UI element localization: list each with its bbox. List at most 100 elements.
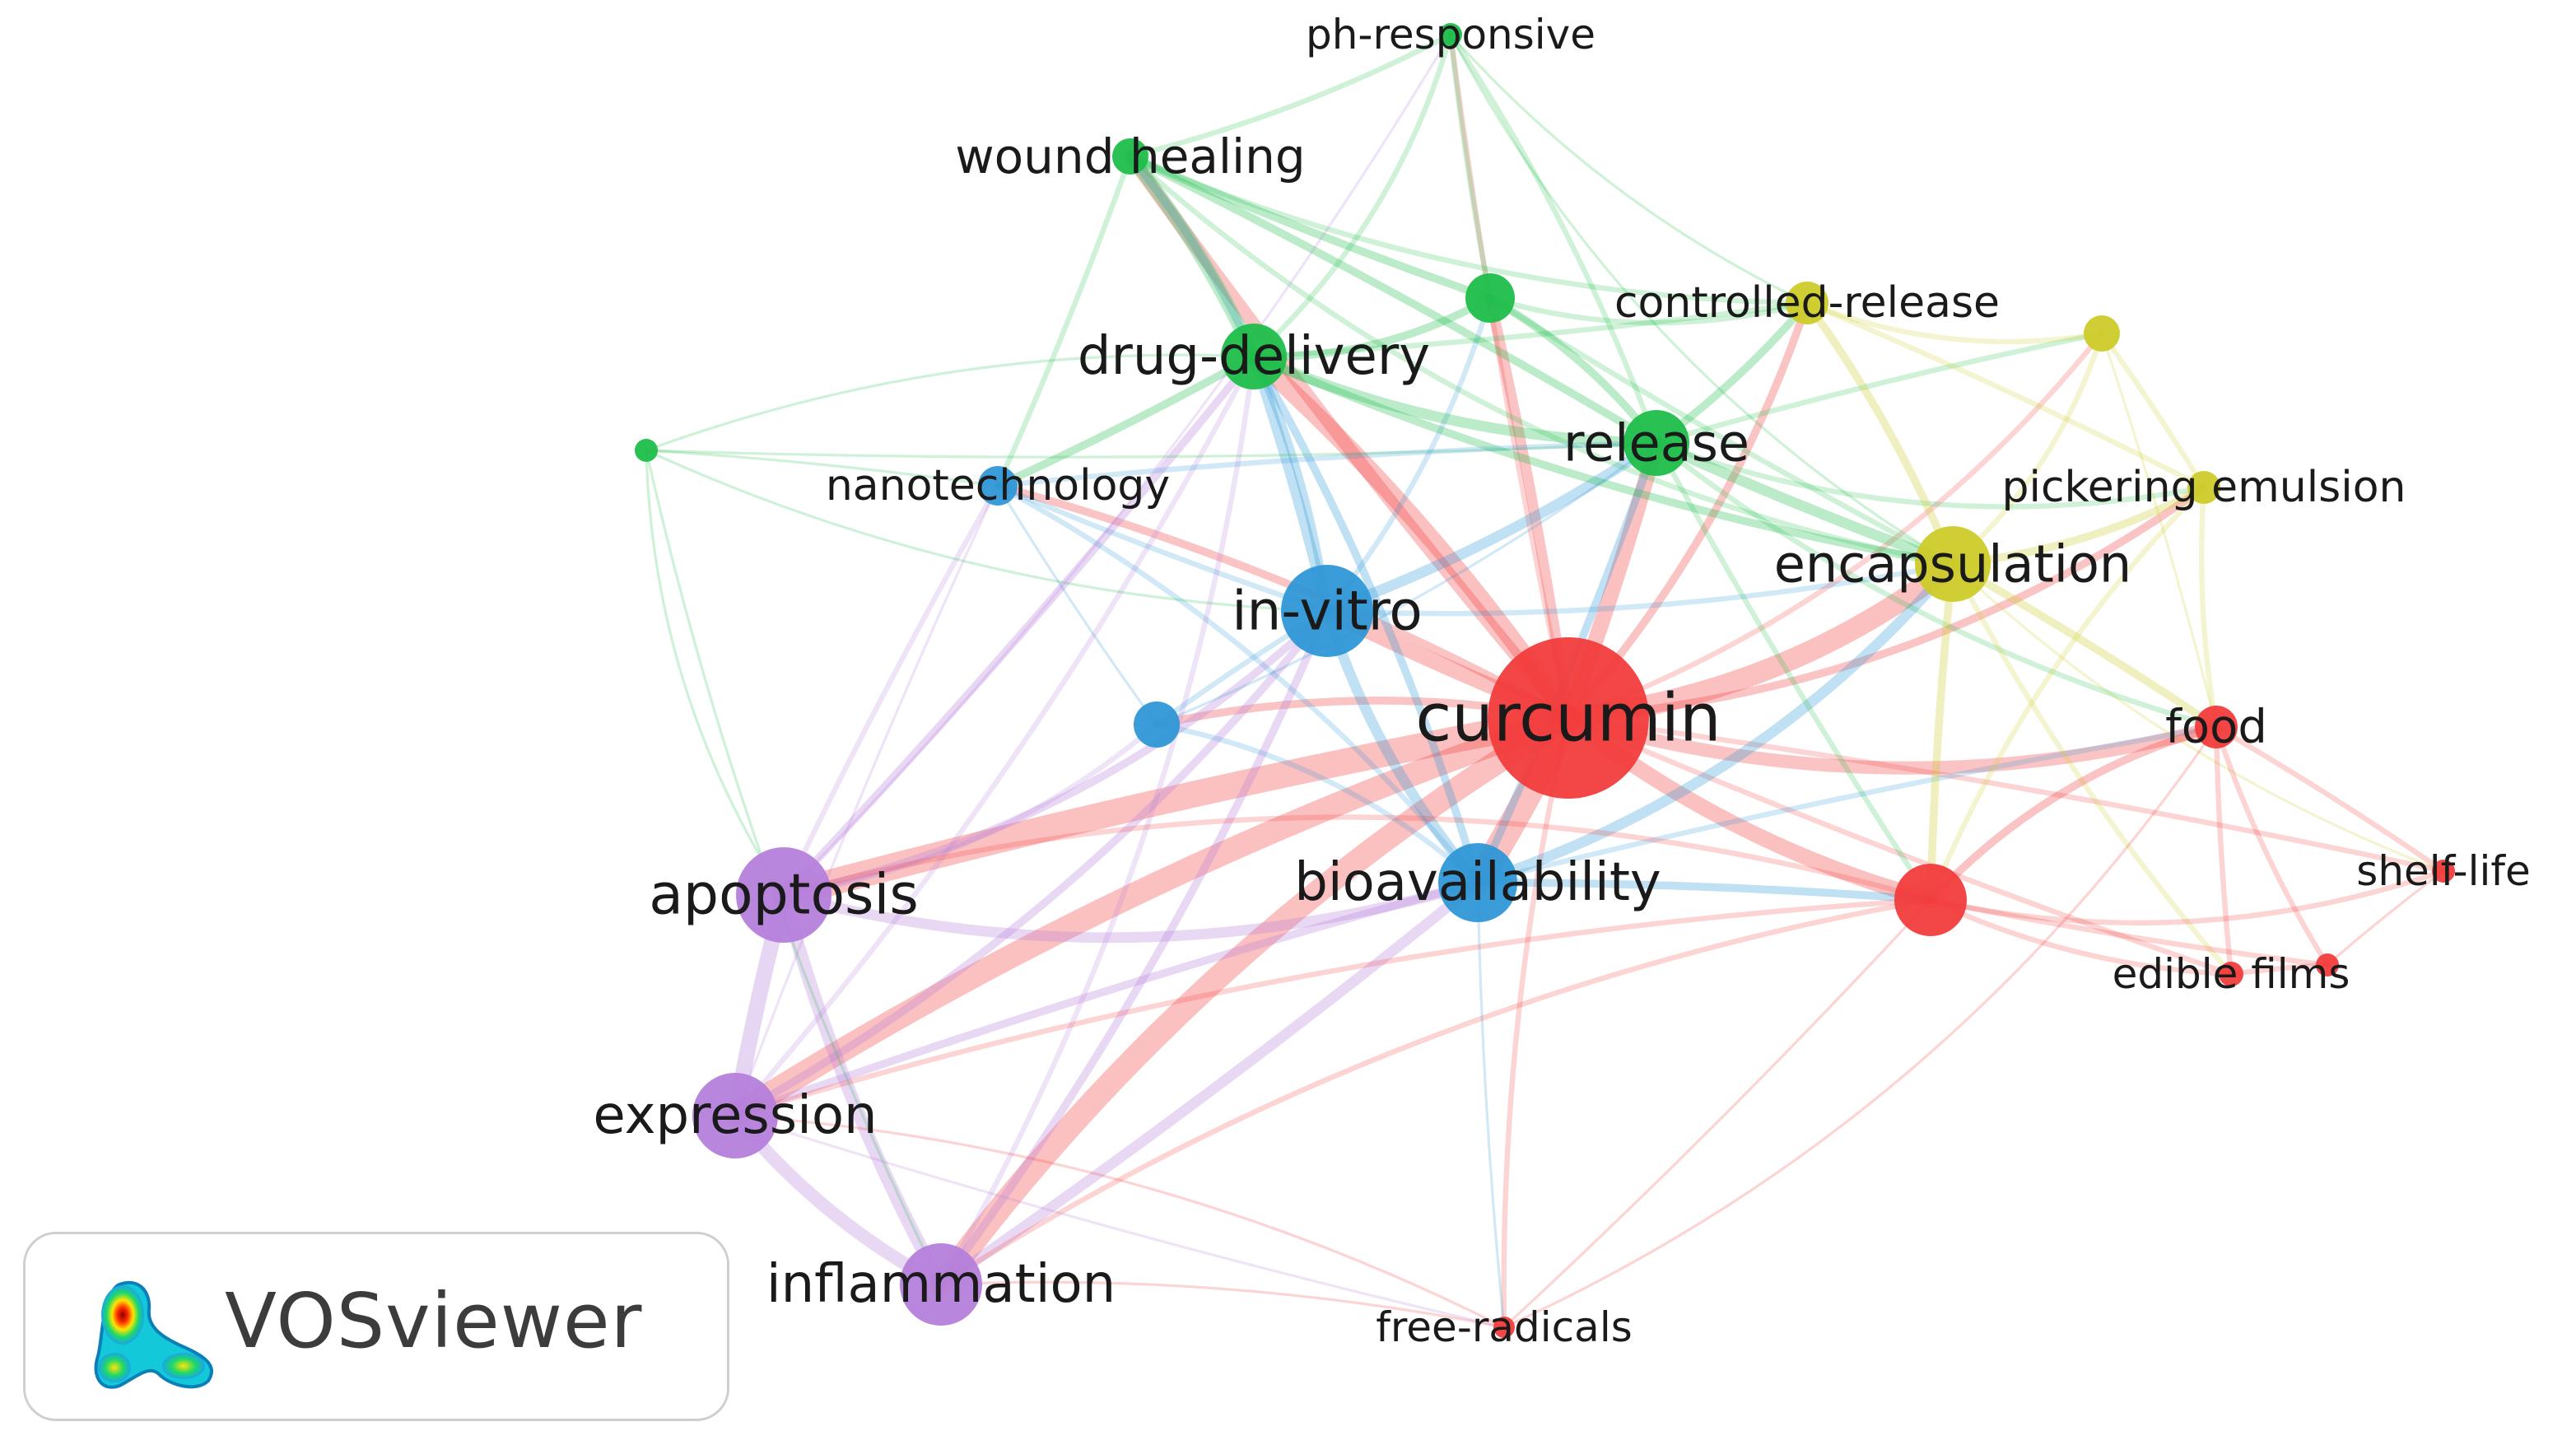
link-green-unlabeled-left-apoptosis (645, 449, 785, 897)
link-curcumin-shelf-life (1565, 715, 2447, 874)
link-bioavailability-red-unlabeled (1474, 879, 1935, 904)
link-free-radicals-expression (734, 1114, 1506, 1329)
link-green-unlabeled-top-controlled-release (1487, 295, 1810, 326)
node-ph-responsive[interactable] (1439, 23, 1462, 46)
link-red-unlabeled-inflammation (938, 897, 1934, 1288)
link-encapsulation-controlled-release (1803, 299, 1957, 568)
link-release-ph-responsive (1447, 31, 1660, 446)
link-curcumin-yellow-unlabeled (1565, 330, 2105, 721)
link-release-encapsulation (1651, 437, 1959, 570)
node-green-unlabeled-top[interactable] (1465, 273, 1515, 323)
label-wound-healing[interactable]: wound healing (955, 128, 1305, 184)
link-red-unlabeled-expression (732, 897, 1934, 1119)
link-drug-delivery-ph-responsive (1251, 31, 1454, 360)
label-inflammation[interactable]: inflammation (766, 1254, 1116, 1315)
node-food[interactable] (2195, 706, 2238, 748)
link-red-unlabeled-edible-films-2 (1927, 897, 2331, 968)
link-in-vitro-nanotechnology (995, 482, 1330, 614)
link-expression-bioavailability (731, 879, 1482, 1120)
node-release[interactable] (1623, 410, 1689, 476)
node-nanotechnology[interactable] (978, 466, 1018, 506)
link-expression-in-vitro (731, 607, 1331, 1120)
link-wound-healing-green-unlabeled-top (1126, 152, 1494, 302)
link-inflammation-bioavailability (935, 877, 1484, 1290)
node-drug-delivery[interactable] (1221, 324, 1287, 389)
node-shelf-life[interactable] (2432, 860, 2455, 883)
link-curcumin-expression (723, 706, 1581, 1128)
link-bioavailability-encapsulation (1472, 558, 1959, 888)
link-curcumin-food (1562, 711, 2223, 775)
link-red-unlabeled-free-radicals (1502, 898, 1932, 1329)
link-release-yellow-unlabeled (1653, 330, 2105, 446)
link-bioavailability-food (1474, 724, 2220, 886)
label-encapsulation[interactable]: encapsulation (1774, 534, 2131, 594)
link-drug-delivery-green-unlabeled-left (645, 353, 1255, 452)
node-apoptosis[interactable] (736, 847, 831, 943)
link-bioavailability-free-radicals (1476, 881, 1506, 1329)
vosviewer-density-icon (94, 1280, 214, 1389)
link-drug-delivery-encapsulation (1250, 352, 1957, 568)
link-drug-delivery-nanotechnology (994, 352, 1258, 490)
node-controlled-release[interactable] (1786, 282, 1828, 324)
link-encapsulation-food (1949, 560, 2220, 731)
node-inflammation[interactable] (900, 1243, 982, 1326)
link-pickering-emulsion-red-unlabeled (1927, 484, 2207, 903)
link-bioavailability-nanotechnology (995, 482, 1481, 886)
label-free-radicals[interactable]: free-radicals (1376, 1303, 1633, 1351)
node-yellow-unlabeled[interactable] (2084, 315, 2120, 352)
link-apoptosis-bioavailability (778, 877, 1484, 944)
label-bioavailability[interactable]: bioavailability (1294, 852, 1661, 913)
link-inflammation-drug-delivery (938, 353, 1257, 1288)
node-edible-films[interactable] (2219, 962, 2243, 986)
label-pickering-emulsion[interactable]: pickering emulsion (2002, 463, 2406, 512)
link-apoptosis-blue-unlabeled (780, 721, 1160, 898)
label-drug-delivery[interactable]: drug-delivery (1078, 326, 1430, 387)
link-bioavailability-drug-delivery (1250, 352, 1482, 887)
link-apoptosis-inflammation (777, 888, 948, 1291)
link-in-vitro-encapsulation (1324, 561, 1956, 617)
node-pickering-emulsion[interactable] (2187, 471, 2220, 504)
node-free-radicals[interactable] (1493, 1317, 1515, 1338)
link-apoptosis-ph-responsive (782, 33, 1452, 897)
node-red-unlabeled[interactable] (1894, 864, 1967, 936)
label-shelf-life[interactable]: shelf-life (2356, 847, 2530, 895)
link-expression-free-radicals (734, 1114, 1506, 1329)
link-blue-unlabeled-release (1155, 441, 1658, 726)
link-curcumin-pickering-emulsion (1564, 483, 2208, 722)
node-encapsulation[interactable] (1915, 526, 1991, 602)
link-curcumin-apoptosis (771, 705, 1581, 908)
node-bioavailability[interactable] (1438, 843, 1517, 922)
link-expression-drug-delivery (732, 353, 1257, 1119)
link-wound-healing-controlled-release (1127, 153, 1810, 306)
link-curcumin-free-radicals (1501, 715, 1572, 1331)
label-ph-responsive[interactable]: ph-responsive (1306, 11, 1595, 58)
label-release[interactable]: release (1563, 413, 1749, 473)
label-controlled-release[interactable]: controlled-release (1614, 278, 2000, 328)
link-release-pickering-emulsion (1653, 440, 2207, 510)
link-wound-healing-encapsulation (1127, 153, 1956, 567)
label-expression[interactable]: expression (593, 1085, 877, 1146)
label-edible-films[interactable]: edible films (2113, 950, 2350, 998)
label-apoptosis[interactable]: apoptosis (649, 863, 919, 928)
link-shelf-life-edible-films-2 (2326, 869, 2445, 967)
node-edible-films-2[interactable] (2316, 953, 2339, 977)
link-release-food (1653, 440, 2220, 730)
node-curcumin[interactable] (1488, 637, 1649, 799)
label-curcumin[interactable]: curcumin (1415, 680, 1721, 757)
label-food[interactable]: food (2165, 701, 2267, 754)
link-pickering-emulsion-yellow-unlabeled (2099, 330, 2207, 491)
link-encapsulation-edible-films (1949, 561, 2234, 977)
link-ph-responsive-encapsulation (1449, 33, 1954, 566)
node-blue-unlabeled[interactable] (1134, 702, 1180, 748)
label-nanotechnology[interactable]: nanotechnology (826, 461, 1170, 510)
link-food-shelf-life (2213, 724, 2447, 874)
link-nanotechnology-release (995, 440, 1660, 489)
link-encapsulation-yellow-unlabeled (1949, 330, 2105, 567)
node-wound-healing[interactable] (1112, 138, 1148, 175)
label-in-vitro[interactable]: in-vitro (1232, 580, 1423, 643)
link-red-unlabeled-shelf-life (1927, 868, 2447, 926)
node-expression[interactable] (692, 1073, 778, 1158)
node-in-vitro[interactable] (1281, 565, 1373, 657)
node-green-unlabeled-left[interactable] (635, 439, 658, 462)
link-curcumin-ph-responsive (1447, 31, 1572, 721)
